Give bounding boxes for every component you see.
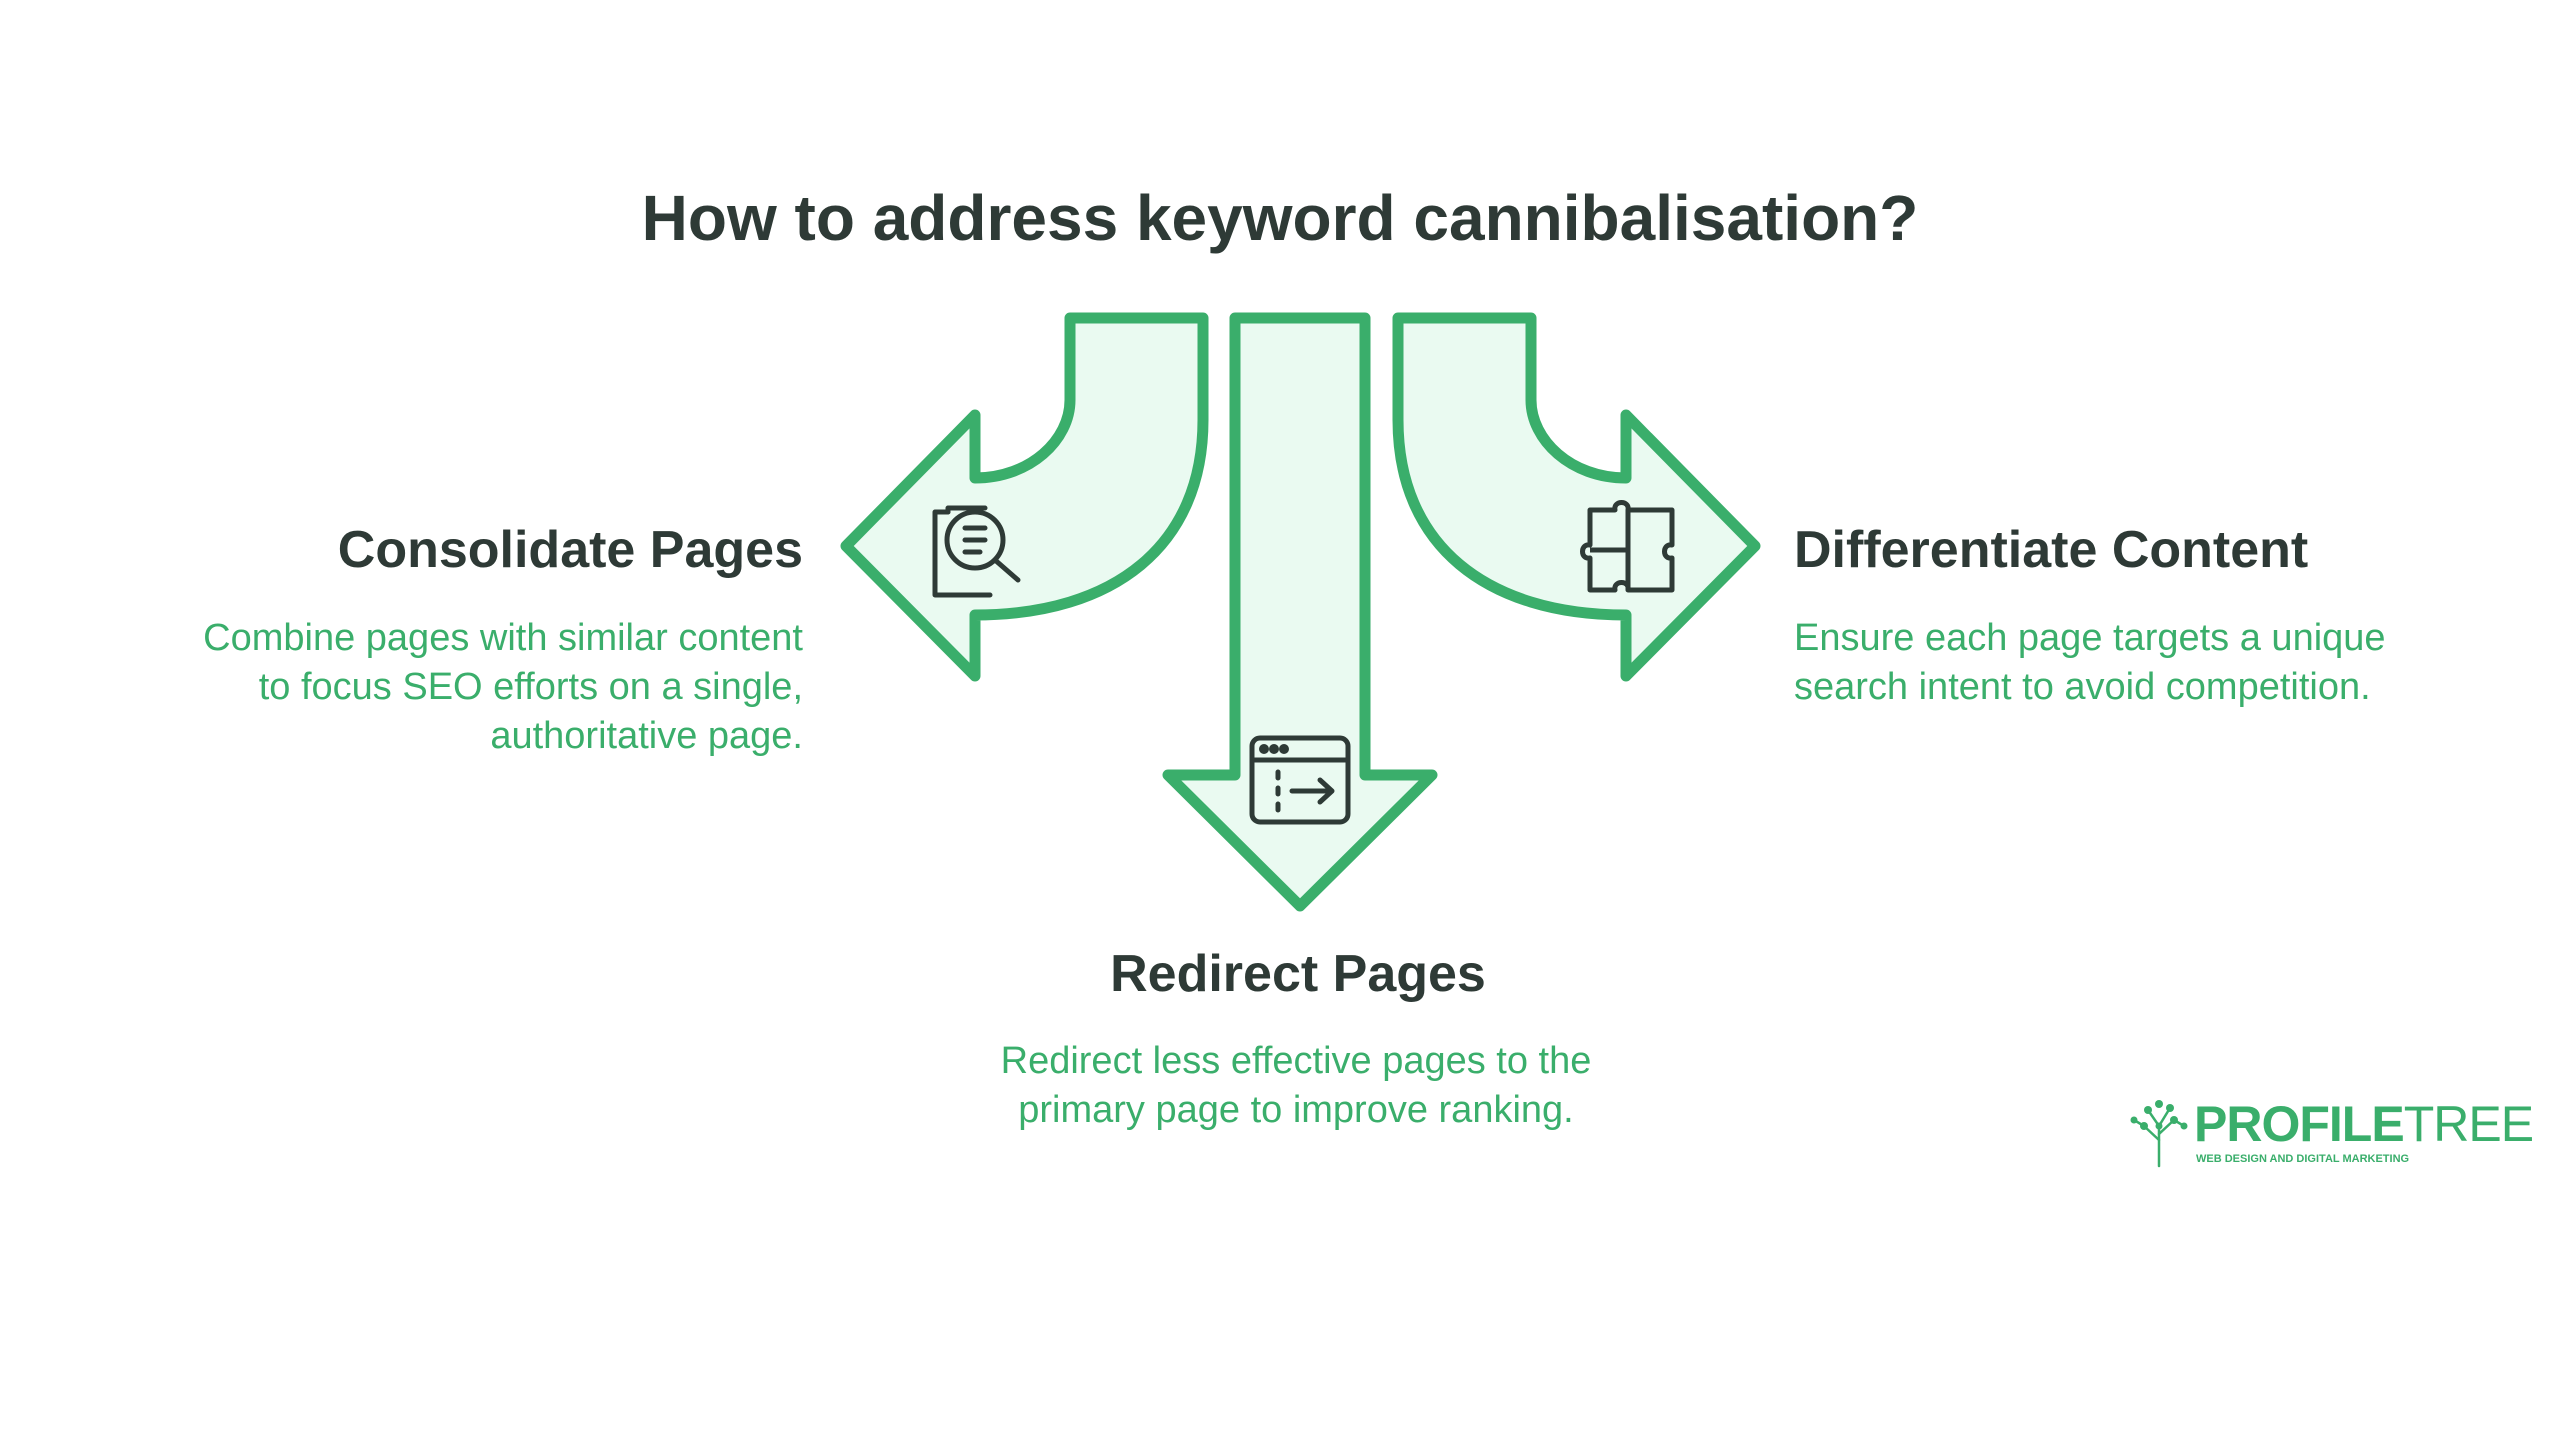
logo-tagline: WEB DESIGN AND DIGITAL MARKETING <box>2196 1153 2410 1165</box>
description-line: authoritative page. <box>490 715 803 757</box>
logo-wordmark: PROFILETREE <box>2194 1096 2534 1152</box>
redirect-pages-heading: Redirect Pages <box>1110 945 1486 1003</box>
consolidate-pages-heading: Consolidate Pages <box>337 521 803 579</box>
description-line: to focus SEO efforts on a single, <box>258 666 803 708</box>
description-line: Ensure each page targets a unique <box>1794 617 2386 659</box>
puzzle-icon <box>1580 500 1675 593</box>
arrow-down <box>1162 312 1438 912</box>
document-search-icon <box>932 505 1021 598</box>
differentiate-content-heading: Differentiate Content <box>1794 521 2309 579</box>
description-line: search intent to avoid competition. <box>1794 666 2371 708</box>
redirect-pages-description: Redirect less effective pages to the pri… <box>0 1037 2560 1135</box>
differentiate-content-description: Ensure each page targets a unique search… <box>1794 614 2386 712</box>
profiletree-logo: PROFILETREE WEB DESIGN AND DIGITAL MARKE… <box>2128 1096 2534 1168</box>
consolidate-pages-description: Combine pages with similar content to fo… <box>203 614 803 761</box>
browser-redirect-icon <box>1249 735 1351 825</box>
logo-name-bold: PROFILE <box>2194 1096 2405 1152</box>
description-line: primary page to improve ranking. <box>1018 1089 1574 1131</box>
diagram-title: How to address keyword cannibalisation? <box>641 182 1919 254</box>
description-line: Combine pages with similar content <box>203 617 803 659</box>
arrow-right <box>1392 312 1761 682</box>
arrow-left <box>840 312 1209 682</box>
description-line: Redirect less effective pages to the <box>1000 1040 1592 1082</box>
tree-icon <box>2130 1100 2188 1168</box>
logo-name-light: TREE <box>2403 1096 2534 1152</box>
